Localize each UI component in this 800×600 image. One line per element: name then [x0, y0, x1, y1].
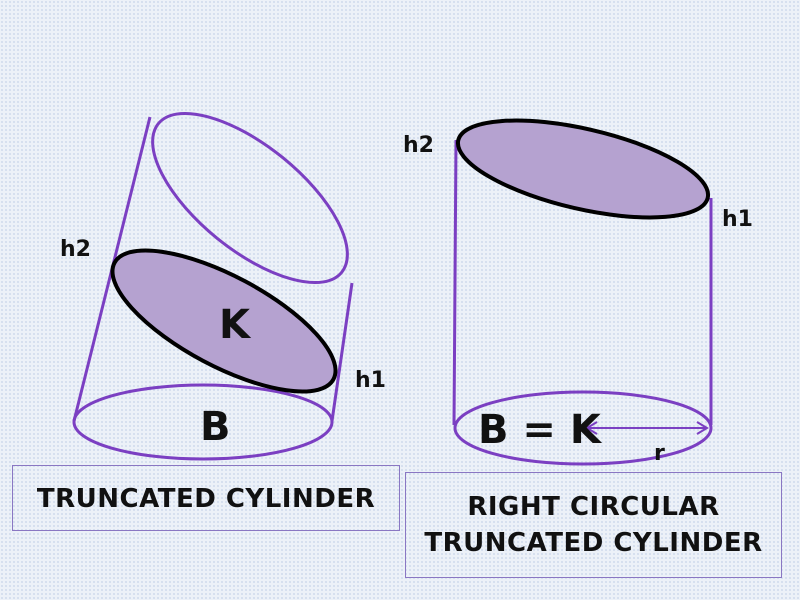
- right-label-h2: h2: [403, 133, 434, 158]
- right-label-b-equals-k: B = K: [478, 407, 603, 453]
- left-cylinder-top-ellipse: [151, 111, 349, 285]
- left-caption-text: TRUNCATED CYLINDER: [36, 484, 376, 514]
- left-cylinder-base-ellipse: [72, 383, 334, 461]
- right-caption-line1: RIGHT CIRCULAR: [467, 492, 720, 522]
- radius-arrow: [585, 421, 709, 435]
- right-cylinder-base-ellipse: [453, 390, 713, 466]
- left-label-h1: h1: [355, 368, 386, 393]
- right-label-r: r: [654, 441, 665, 466]
- right-cylinder-left-edge: [452, 139, 458, 426]
- radius-arrowhead-right: [696, 421, 709, 435]
- right-caption-line2: TRUNCATED CYLINDER: [424, 528, 763, 558]
- right-truncated-cylinder: h2 h1 B = K r: [403, 118, 753, 466]
- right-label-h1: h1: [722, 207, 753, 232]
- left-caption: TRUNCATED CYLINDER: [12, 465, 400, 531]
- left-label-k: K: [219, 302, 252, 348]
- left-label-h2: h2: [60, 237, 91, 262]
- right-caption: RIGHT CIRCULAR TRUNCATED CYLINDER: [405, 472, 782, 578]
- left-label-b: B: [200, 404, 231, 450]
- radius-arrowhead-left: [585, 421, 598, 435]
- left-cylinder-right-edge: [330, 282, 354, 422]
- left-section-k-ellipse: [110, 248, 338, 394]
- right-top-section-ellipse: [455, 118, 711, 220]
- left-truncated-cylinder: h2 h1 K B: [60, 111, 386, 461]
